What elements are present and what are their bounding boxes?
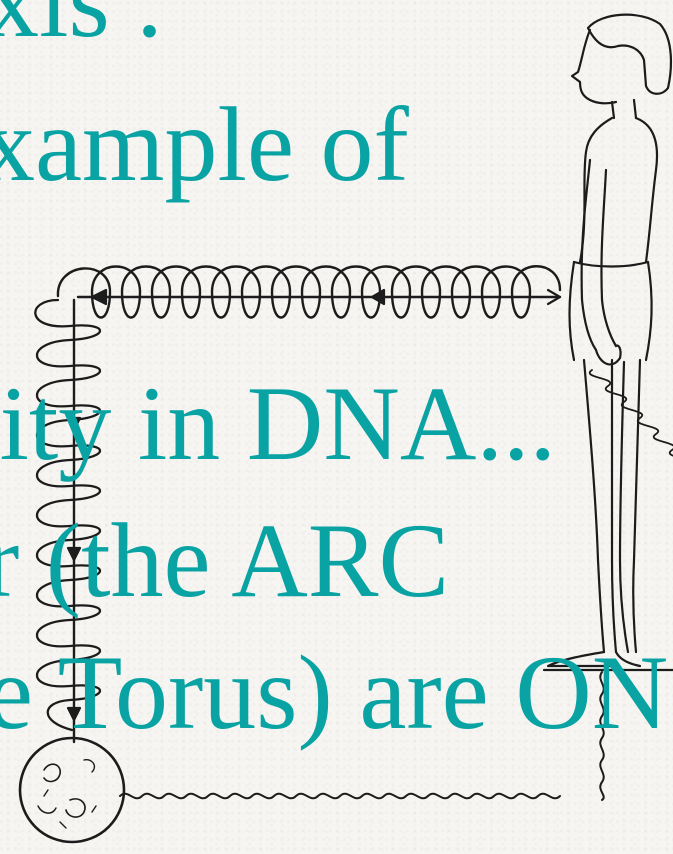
slide-text-line-4: r (the ARC	[0, 508, 449, 614]
slide-text-line-3: lity in DNA...	[0, 371, 556, 477]
slide-text-line-1: xis .	[0, 0, 163, 54]
cell-sphere	[20, 738, 124, 842]
horizontal-coil	[58, 266, 560, 317]
slide-text-line-2: xample of	[0, 92, 409, 198]
standing-person-figure	[544, 15, 673, 670]
slide-text-line-5: e Torus) are ON	[0, 640, 668, 746]
leg-coil	[590, 370, 673, 610]
